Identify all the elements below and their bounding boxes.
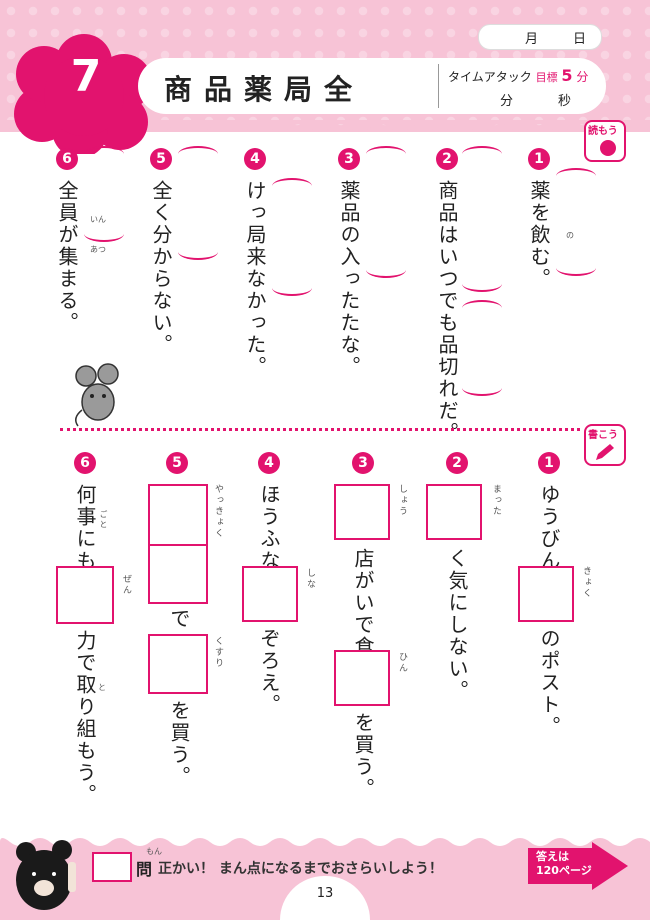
write-box-3b[interactable] (334, 650, 390, 706)
read-item-1-number: 1 (528, 148, 550, 170)
section-divider (60, 428, 580, 431)
title-divider (438, 64, 439, 108)
goal-label: 目標 (535, 71, 558, 84)
write-item-6-ruby-3: と (98, 683, 106, 692)
minutes-label: 分 (500, 94, 514, 109)
write-item-6-after: 力で取り組もう。 (73, 630, 97, 806)
write-item-4-ruby: しな (305, 568, 315, 590)
write-item-3-ruby-1: しょう (397, 484, 407, 517)
header-wave (0, 120, 650, 132)
pencil-icon (596, 444, 614, 460)
write-item-2-number: 2 (446, 452, 468, 474)
read-section-label: 読もう (588, 126, 618, 137)
write-item-1-number: 1 (538, 452, 560, 474)
write-box-1[interactable] (518, 566, 574, 622)
read-section-icon: 読もう (584, 120, 626, 162)
read-item-5-text: 全く分からない。 (149, 180, 173, 356)
write-item-3-after: を買う。 (351, 712, 375, 800)
write-item-5-mid: で (167, 608, 191, 630)
write-box-2[interactable] (426, 484, 482, 540)
reading-slot-5-end (178, 244, 218, 260)
goal-unit: 分 (576, 70, 589, 84)
reading-slot-2a-end (462, 276, 502, 292)
write-item-5-number: 5 (166, 452, 188, 474)
seconds-label: 秒 (558, 94, 572, 109)
reading-slot-4[interactable] (272, 178, 312, 194)
write-item-6-ruby-0: ごと (99, 510, 108, 530)
answer-note-line-1: 答えは (536, 850, 569, 863)
goal-value: 5 (561, 66, 573, 85)
lesson-number: 7 (70, 51, 102, 102)
question-ruby: もん (146, 847, 162, 856)
mouth-icon (600, 140, 616, 156)
read-item-6-ruby-1: いん (90, 215, 106, 224)
read-item-6-number: 6 (56, 148, 78, 170)
read-item-4-text: けっ局来なかった。 (243, 180, 267, 378)
read-item-1-text: 薬を飲む。 (527, 180, 551, 290)
write-item-4-before: ほうふな (257, 484, 281, 572)
lesson-number-flower (14, 34, 152, 154)
read-item-5-number: 5 (150, 148, 172, 170)
write-item-4-after: ぞろえ。 (257, 628, 281, 716)
write-box-6[interactable] (56, 566, 114, 624)
footer-wave (0, 838, 650, 850)
reading-slot-5[interactable] (178, 146, 218, 162)
write-box-5a-divider (148, 544, 208, 546)
reading-slot-2a[interactable] (462, 146, 502, 162)
write-item-1-after: のポスト。 (537, 628, 561, 738)
write-item-4-number: 4 (258, 452, 280, 474)
write-box-5b[interactable] (148, 634, 208, 694)
question-label: 問 (136, 860, 153, 879)
month-label: 月 (525, 32, 539, 47)
write-section-icon: 書こう (584, 424, 626, 466)
write-item-3-mid: 店がいで食 (351, 548, 375, 658)
page-title: 商品薬局全 (164, 73, 365, 106)
read-item-1-ruby: の (566, 231, 574, 240)
answer-arrow (528, 842, 628, 890)
write-item-6-ruby: ぜん (121, 574, 131, 596)
write-box-4[interactable] (242, 566, 298, 622)
write-item-5-ruby-1: やっきょく (213, 484, 223, 539)
read-item-2-text: 商品はいつでも品切れだ。 (435, 180, 459, 444)
time-attack-row: タイムアタック 目標 5 分 (448, 66, 588, 85)
time-attack-label: タイムアタック (448, 70, 532, 84)
mouse-illustration (75, 363, 119, 427)
reading-slot-6-end (84, 226, 124, 242)
write-box-3a[interactable] (334, 484, 390, 540)
answer-note[interactable]: 答えは 120ページ (536, 850, 592, 878)
write-item-5-after: を買う。 (167, 700, 191, 788)
read-item-6-ruby-2: あつ (90, 245, 106, 254)
write-item-2-after: く気にしない。 (445, 548, 469, 702)
write-item-6-number: 6 (74, 452, 96, 474)
read-item-6-text: 全員が集まる。 (55, 180, 79, 334)
write-item-6-before: 何事にも (73, 484, 97, 572)
read-item-3-number: 3 (338, 148, 360, 170)
reading-slot-1[interactable] (556, 168, 596, 184)
page-number: 13 (316, 886, 334, 901)
reading-slot-2b[interactable] (462, 300, 502, 316)
reading-slot-4-end (272, 280, 312, 296)
write-item-1-before: ゆうびん (537, 484, 561, 572)
bear-illustration (16, 840, 76, 910)
day-label: 日 (573, 32, 587, 47)
write-item-5-ruby-2: くすり (213, 636, 223, 669)
write-item-3-ruby-2: ひん (397, 652, 407, 674)
answer-note-line-2: 120ページ (536, 864, 592, 877)
date-field[interactable]: 月 日 (478, 24, 602, 50)
reading-slot-3[interactable] (366, 146, 406, 162)
footer-message: 正かい！ まん点になるまでおさらいしよう！ (158, 861, 443, 877)
write-item-2-ruby: まった (491, 484, 501, 517)
read-item-2-number: 2 (436, 148, 458, 170)
reading-slot-6[interactable] (84, 146, 124, 162)
write-item-3-number: 3 (352, 452, 374, 474)
score-box[interactable] (92, 852, 132, 882)
reading-slot-3-end (366, 262, 406, 278)
read-item-4-number: 4 (244, 148, 266, 170)
read-item-3-text: 薬品の入ったたな。 (337, 180, 361, 378)
title-panel: 商品薬局全 タイムアタック 目標 5 分 分 秒 (138, 58, 606, 114)
reading-slot-1-end (556, 260, 596, 276)
write-item-1-ruby: きょく (581, 566, 591, 599)
write-section-label: 書こう (588, 430, 618, 441)
reading-slot-2b-end (462, 380, 502, 396)
